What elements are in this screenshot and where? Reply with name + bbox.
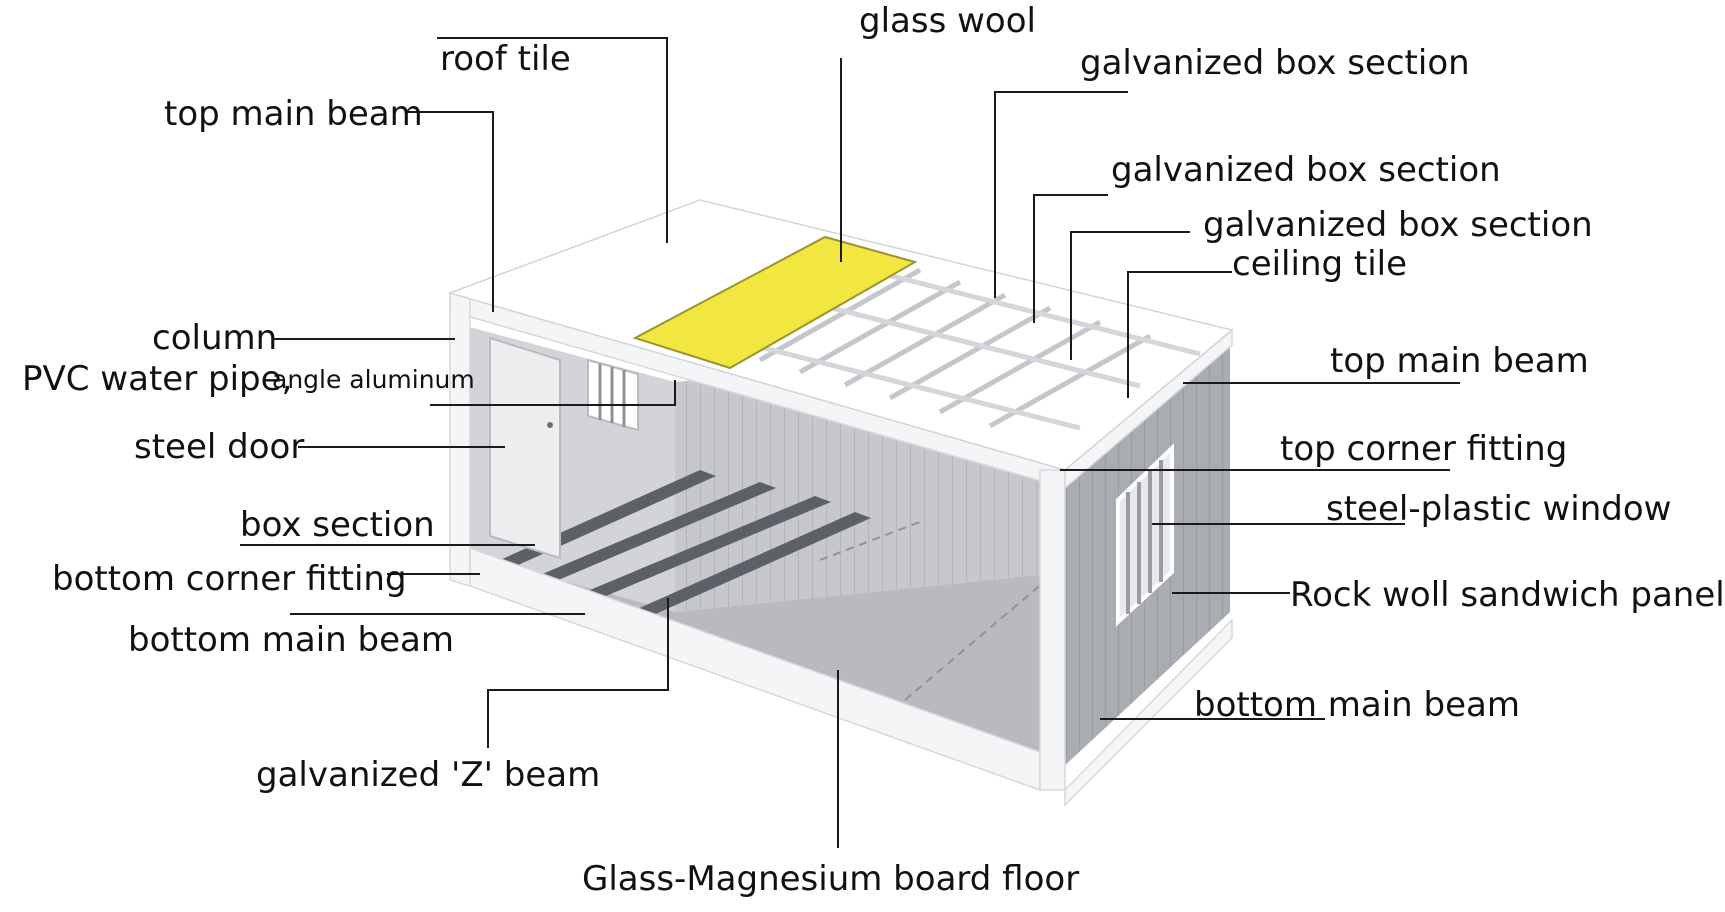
labels: glass wool roof tile galvanized box sect…	[22, 1, 1725, 899]
left-window-graphic	[587, 358, 639, 432]
label-top-main-beam-right: top main beam	[1330, 341, 1589, 381]
label-galvanized-box-section-3: galvanized box section	[1203, 205, 1593, 245]
label-top-corner-fitting: top corner fitting	[1280, 429, 1567, 469]
steel-plastic-window-graphic	[1116, 443, 1174, 627]
label-ceiling-tile: ceiling tile	[1232, 244, 1407, 284]
label-galvanized-box-section-1: galvanized box section	[1080, 43, 1470, 83]
label-pvc-water-pipe: PVC water pipe,	[22, 359, 292, 399]
glass-wool-panel	[632, 235, 918, 370]
label-bottom-main-beam-right: bottom main beam	[1194, 685, 1520, 725]
label-steel-door: steel door	[134, 427, 304, 467]
label-angle-aluminum: angle aluminum	[272, 365, 475, 394]
steel-door-graphic	[489, 336, 561, 560]
label-box-section: box section	[240, 505, 435, 545]
label-glass-magnesium-floor: Glass-Magnesium board floor	[582, 859, 1079, 899]
container-body	[447, 199, 1234, 807]
ceiling-frame	[739, 265, 1201, 431]
label-galvanized-box-section-2: galvanized box section	[1111, 150, 1501, 190]
label-galvanized-z-beam: galvanized 'Z' beam	[256, 755, 600, 795]
label-steel-plastic-window: steel-plastic window	[1326, 489, 1671, 529]
front-frame	[449, 292, 1233, 807]
leader-lines	[240, 37, 1460, 848]
floor-seam	[819, 519, 926, 561]
label-bottom-main-beam-left: bottom main beam	[128, 620, 454, 660]
label-glass-wool: glass wool	[859, 1, 1036, 41]
label-top-main-beam-left: top main beam	[164, 94, 423, 134]
label-roof-tile: roof tile	[440, 39, 571, 79]
label-bottom-corner-fitting: bottom corner fitting	[52, 559, 407, 599]
label-column: column	[152, 318, 277, 358]
label-rock-wool-sandwich-panel: Rock woll sandwich panel	[1290, 575, 1725, 615]
floor-panel	[462, 552, 1185, 765]
